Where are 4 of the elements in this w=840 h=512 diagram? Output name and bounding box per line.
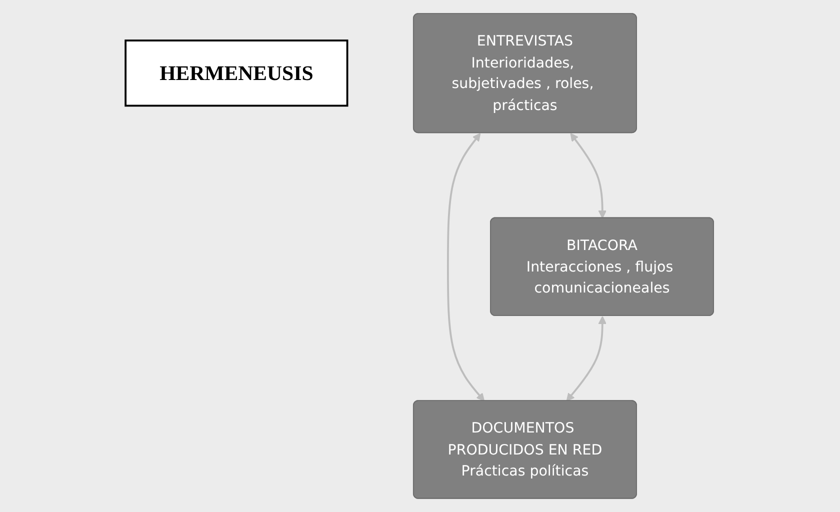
node-box: HERMENEUSIS — [125, 40, 349, 107]
arrow — [570, 133, 607, 219]
arrow — [566, 316, 607, 402]
arrow — [447, 133, 486, 402]
